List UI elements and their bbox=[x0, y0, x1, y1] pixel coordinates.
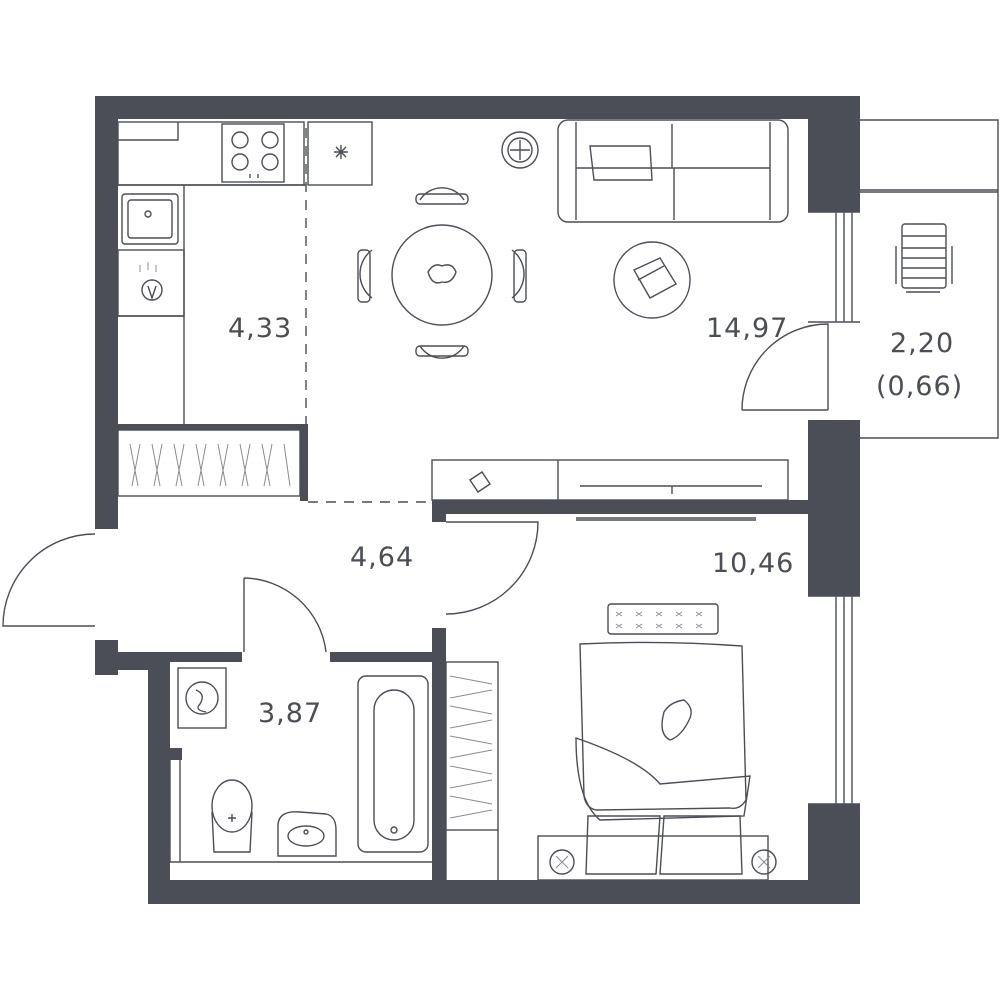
washing-machine-icon bbox=[177, 667, 227, 729]
living-room bbox=[357, 119, 789, 501]
pillow-icon bbox=[607, 603, 719, 635]
bed-icon bbox=[537, 641, 769, 881]
windows bbox=[808, 211, 860, 805]
dining-table-icon bbox=[357, 187, 527, 359]
room-area-kitchen: 4,33 bbox=[228, 313, 292, 344]
kitchen bbox=[117, 121, 373, 497]
room-area-bedroom: 10,46 bbox=[712, 548, 794, 579]
bedroom bbox=[445, 517, 777, 881]
sofa-icon bbox=[557, 119, 789, 223]
fridge-icon bbox=[307, 121, 373, 186]
room-labels: 4,33 14,97 2,20 (0,66) 4,64 10,46 3,87 bbox=[228, 313, 963, 729]
bathtub-icon bbox=[357, 675, 429, 853]
sink-icon bbox=[121, 193, 179, 245]
coffee-table-icon bbox=[613, 241, 691, 319]
nightstand-icon bbox=[549, 849, 777, 875]
lamp-icon bbox=[501, 131, 539, 169]
doors bbox=[2, 128, 829, 653]
bedroom-wardrobe bbox=[445, 661, 499, 880]
hob-icon bbox=[221, 123, 285, 183]
room-area-balcony-sub: (0,66) bbox=[876, 371, 963, 402]
room-area-bathroom: 3,87 bbox=[258, 698, 322, 729]
walls bbox=[95, 96, 860, 904]
washbasin-icon bbox=[277, 811, 337, 857]
toilet-icon bbox=[211, 779, 253, 853]
room-area-hall: 4,64 bbox=[350, 542, 414, 573]
wardrobe bbox=[117, 429, 301, 497]
tv-stand-icon bbox=[431, 459, 789, 501]
bathroom bbox=[169, 667, 432, 863]
balcony bbox=[858, 119, 999, 439]
dishwasher-icon bbox=[117, 249, 185, 317]
room-area-living: 14,97 bbox=[706, 313, 788, 344]
room-area-balcony: 2,20 bbox=[890, 328, 954, 359]
lounge-chair-icon bbox=[895, 223, 953, 293]
